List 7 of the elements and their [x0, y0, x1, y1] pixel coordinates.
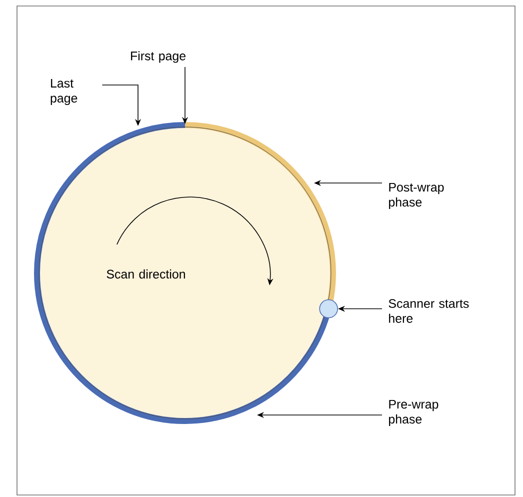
- scanner-dot: [319, 299, 338, 318]
- disc: Scan direction: [34, 122, 336, 424]
- label-text: Scanner starts here: [388, 299, 469, 323]
- label-text: Post-wrap phase: [389, 182, 444, 210]
- label-text: Last page: [50, 78, 78, 106]
- label-text: First page: [131, 51, 186, 63]
- label-text: Pre-wrap phase: [389, 400, 438, 426]
